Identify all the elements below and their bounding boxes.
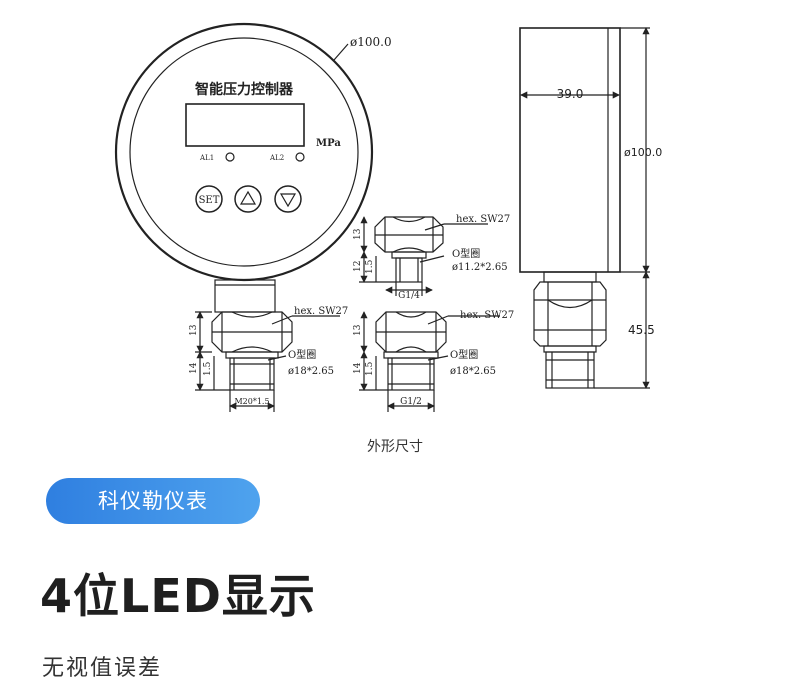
front-hex-label: hex. SW27 bbox=[294, 306, 348, 317]
side-width-label: 39.0 bbox=[557, 87, 584, 101]
al1-led bbox=[225, 152, 235, 162]
up-button bbox=[234, 185, 262, 213]
set-button bbox=[195, 185, 223, 213]
fitting-g12 bbox=[359, 311, 500, 412]
headline: 4位LED显示 bbox=[40, 569, 316, 623]
front-dim-hex: 13 bbox=[189, 324, 199, 336]
g14-hex-label: hex. SW27 bbox=[456, 214, 510, 225]
front-dim-sub: 1.5 bbox=[203, 361, 213, 376]
subline: 无视值误差 bbox=[42, 656, 163, 681]
down-button bbox=[274, 185, 302, 213]
panel-title: 智能压力控制器 bbox=[194, 81, 294, 98]
g14-oring-size: ø11.2*2.65 bbox=[452, 262, 508, 273]
gauge-outer-ring bbox=[114, 22, 374, 282]
front-thread-label: M20*1.5 bbox=[234, 397, 269, 406]
al1-label: AL1 bbox=[199, 154, 214, 162]
al2-led bbox=[295, 152, 305, 162]
front-view bbox=[114, 22, 374, 412]
dimension-drawing: 智能压力控制器 MPa AL1 AL2 SET ø100.0 hex. SW27… bbox=[114, 22, 662, 412]
g12-hex-label: hex. SW27 bbox=[460, 310, 514, 321]
g12-oring-label: O型圈 bbox=[450, 348, 478, 361]
g14-oring-label: O型圈 bbox=[452, 247, 480, 260]
g12-dim-hex: 13 bbox=[353, 324, 363, 336]
side-length-label: 45.5 bbox=[628, 323, 655, 337]
g12-oring-size: ø18*2.65 bbox=[450, 366, 496, 377]
g14-thread-label: G1/4 bbox=[398, 291, 420, 301]
g14-dim-sub: 1.5 bbox=[365, 259, 375, 274]
unit-label: MPa bbox=[316, 138, 341, 149]
front-dim-thread: 14 bbox=[189, 362, 199, 374]
front-oring-size: ø18*2.65 bbox=[288, 366, 334, 377]
side-view bbox=[519, 27, 650, 389]
down-arrow-icon bbox=[279, 193, 297, 208]
drawing-caption: 外形尺寸 bbox=[367, 439, 423, 455]
front-oring-label: O型圈 bbox=[288, 348, 316, 361]
front-thread bbox=[229, 357, 275, 391]
al2-label: AL2 bbox=[269, 154, 284, 162]
up-arrow-icon bbox=[239, 190, 257, 205]
side-body bbox=[519, 27, 621, 273]
front-diameter-label: ø100.0 bbox=[350, 35, 392, 49]
g12-dim-thread: 14 bbox=[353, 362, 363, 374]
g12-dim-sub: 1.5 bbox=[365, 361, 375, 376]
side-diameter-label: ø100.0 bbox=[624, 146, 662, 159]
set-button-label: SET bbox=[199, 195, 220, 206]
g12-thread-label: G1/2 bbox=[400, 397, 422, 407]
brand-pill: 科仪勒仪表 bbox=[46, 478, 260, 524]
fitting-g14 bbox=[359, 216, 488, 296]
g14-dim-thread: 12 bbox=[353, 261, 363, 272]
led-display-window bbox=[185, 103, 305, 147]
gauge-inner-ring bbox=[129, 37, 359, 267]
g14-dim-hex: 13 bbox=[353, 228, 363, 240]
